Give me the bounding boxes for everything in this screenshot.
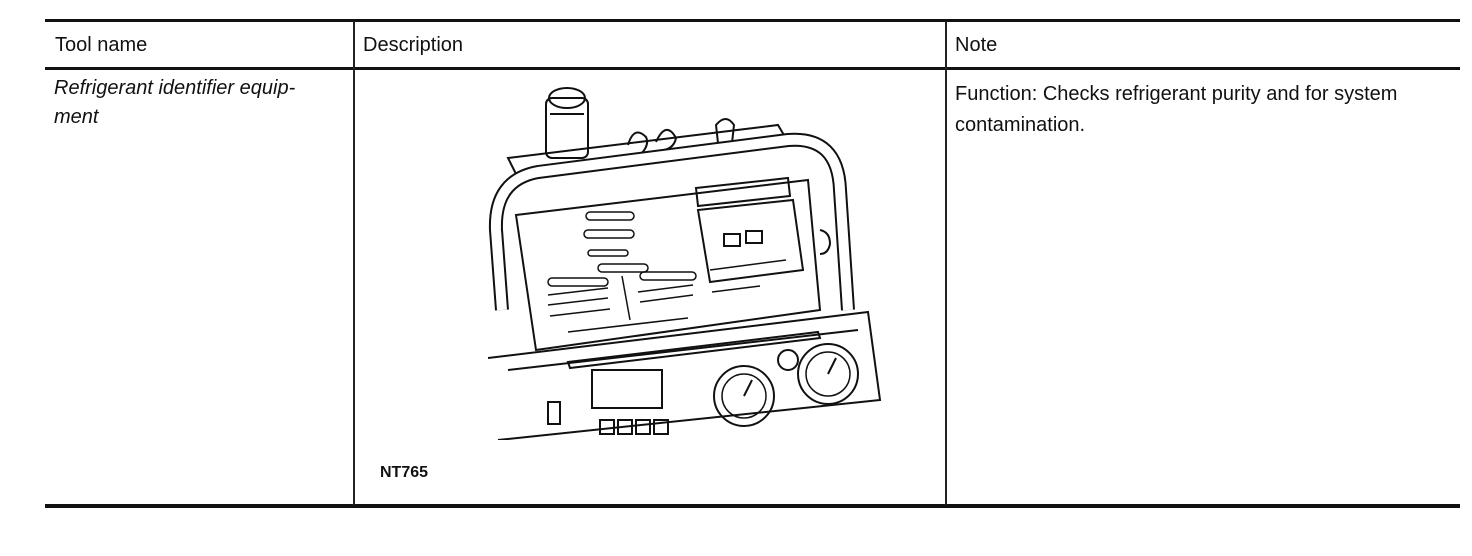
- base-display: [591, 369, 663, 409]
- side-knob: [819, 229, 832, 255]
- instruction-flowchart: [547, 211, 787, 333]
- display-digit: [723, 233, 741, 247]
- refrigerant-cylinder: [545, 87, 589, 159]
- base-edge: [507, 329, 859, 371]
- display-digit: [745, 230, 763, 244]
- pressure-gauge-right: [797, 343, 859, 405]
- header-description: Description: [363, 34, 464, 56]
- hose-fitting: [627, 131, 649, 156]
- pressure-gauge-left: [713, 365, 775, 427]
- column-divider: [353, 21, 355, 505]
- special-tools-table: Tool name Description Note Refrigerant i…: [45, 19, 1460, 508]
- indicator-lamp: [777, 349, 799, 371]
- header-tool-name: Tool name: [55, 34, 148, 56]
- display-window: [696, 198, 805, 284]
- table-top-rule: [45, 19, 1460, 22]
- note-cell: Function: Checks refrigerant purity and …: [955, 83, 1398, 136]
- panel-rail: [566, 330, 822, 370]
- power-switch: [547, 401, 561, 425]
- base-housing: [488, 310, 882, 440]
- button-row: [599, 419, 669, 435]
- tool-name-cell: Refrigerant identifier equip- ment: [54, 77, 296, 128]
- carry-handle: [490, 134, 853, 311]
- column-divider: [945, 21, 947, 505]
- valve-icon: [714, 118, 736, 144]
- figure-code: NT765: [380, 464, 429, 481]
- display-header: [694, 176, 792, 208]
- table-bottom-rule: [45, 504, 1460, 508]
- header-rule: [45, 67, 1460, 70]
- instruction-panel: [514, 178, 822, 352]
- refrigerant-identifier-illustration: [488, 87, 882, 440]
- header-note: Note: [955, 34, 998, 56]
